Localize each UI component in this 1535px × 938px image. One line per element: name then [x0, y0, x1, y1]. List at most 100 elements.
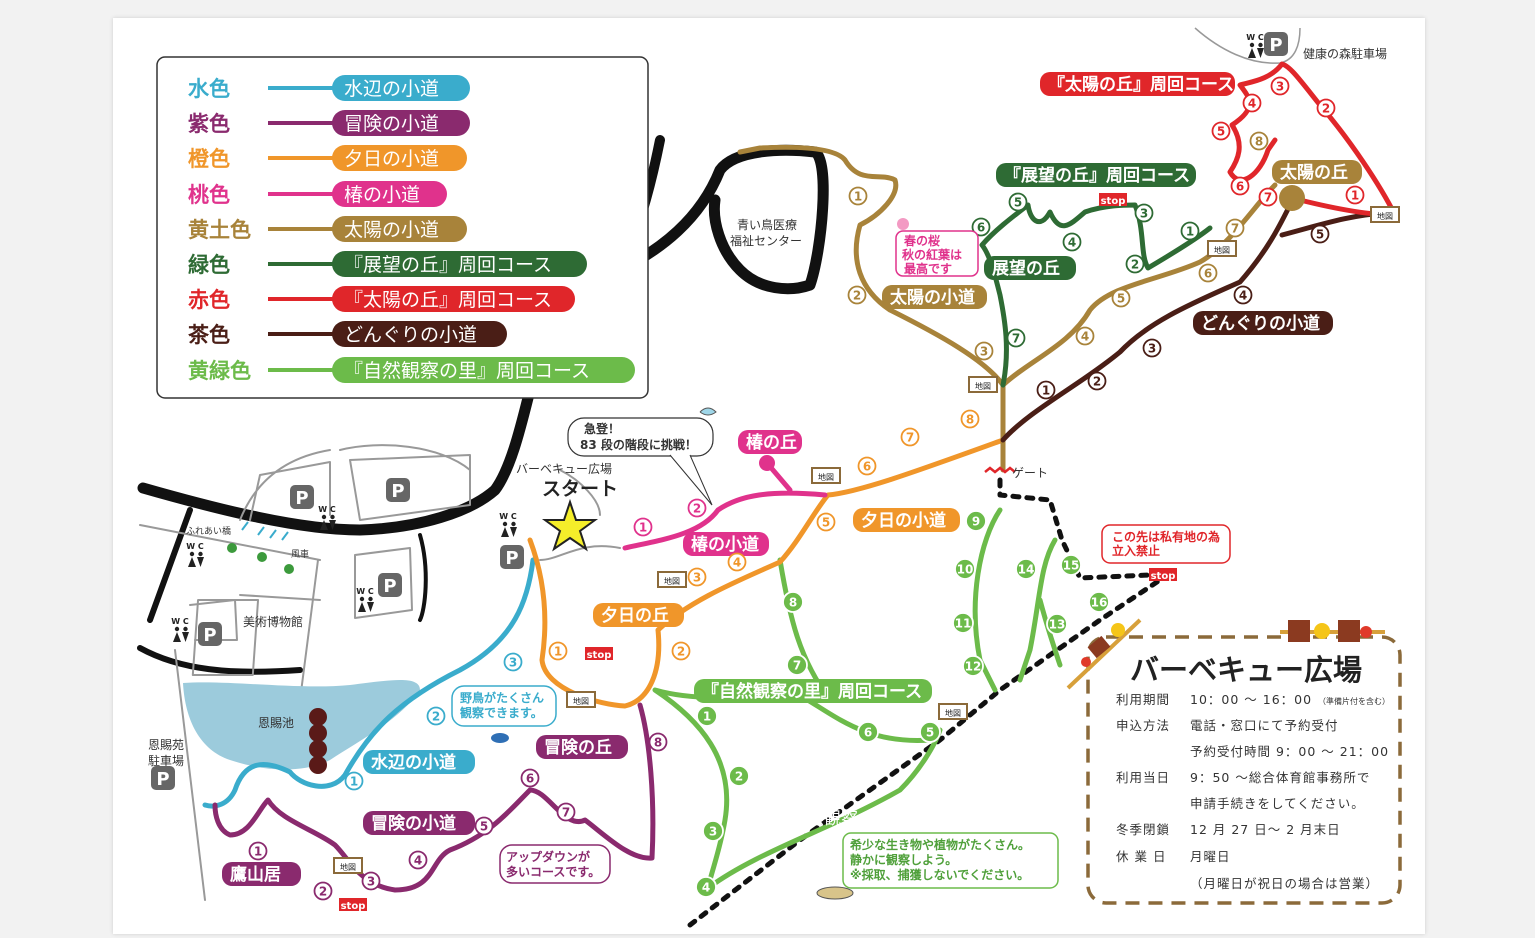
skewer-icon: [1066, 618, 1385, 690]
legend-route-name: 『自然観察の里』周回コース: [344, 360, 590, 382]
bbq-info-row: 予約受付時間 9：00 〜 21：00: [1190, 744, 1389, 759]
route-marker-shizen: 12: [962, 655, 984, 677]
parking-label: P: [203, 625, 216, 646]
route-marker-number: 8: [1255, 135, 1263, 149]
route-marker-number: 4: [1239, 289, 1247, 303]
map-label-text: 夕日の丘: [601, 605, 669, 626]
map-label-yozanki: 鷹山居: [222, 862, 301, 886]
route-marker-number: 4: [414, 854, 422, 868]
route-marker-number: 6: [863, 460, 871, 474]
bbq-info-row: （月曜日が祝日の場合は営業）: [1190, 876, 1378, 891]
route-marker-number: 2: [1093, 375, 1101, 389]
route-marker-yuhi: 2: [671, 641, 691, 661]
parking-icon: P: [378, 573, 402, 597]
route-marker-number: 1: [554, 645, 562, 659]
map-board-label: 地図: [818, 472, 834, 482]
map-label-taiyo-course: 『太陽の丘』周回コース: [1040, 72, 1235, 96]
map-label-tenbo-oka: 展望の丘: [984, 256, 1076, 280]
stop-label: stop: [1101, 196, 1126, 207]
fish-icon: [816, 886, 854, 900]
route-marker-number: 1: [350, 775, 358, 789]
map-label-text: 椿の小道: [691, 534, 759, 555]
parking-label: P: [1269, 35, 1282, 56]
main-road: [137, 392, 534, 536]
onshien-label-2: 駐車場: [148, 753, 184, 768]
map-board-label: 地図: [340, 862, 356, 872]
pond: [183, 680, 420, 770]
route-marker-taiyo-course: 1: [1345, 185, 1365, 205]
restroom-icon: W C: [318, 505, 336, 530]
rare-note-2: 静かに観察しよう。: [850, 852, 957, 867]
legend-route-name: 『展望の丘』周回コース: [344, 254, 552, 276]
map-label-donguri: どんぐりの小道: [1193, 311, 1333, 335]
route-marker-shizen: 9: [965, 510, 987, 532]
parking-icon: P: [1264, 32, 1288, 56]
legend-color-name: 緑色: [188, 253, 230, 277]
route-marker-donguri: 3: [1142, 338, 1162, 358]
wc-label: W C: [356, 587, 374, 596]
road-east: [418, 533, 428, 622]
legend-color-name: 赤色: [188, 288, 230, 312]
stairs-note-1: 急登！: [584, 421, 620, 436]
stop-sign: stop: [339, 898, 367, 912]
route-marker-number: 6: [526, 772, 534, 786]
route-marker-number: 16: [1091, 596, 1108, 610]
map-board-label: 地図: [975, 381, 991, 391]
route-marker-yuhi: 8: [960, 409, 980, 429]
legend-route-pill: [332, 321, 507, 347]
route-marker-number: 13: [1049, 618, 1066, 632]
legend-route-name: 冒険の小道: [344, 113, 439, 135]
route-marker-tenbo: 5: [1008, 192, 1028, 212]
stop-sign: stop: [1099, 193, 1127, 207]
route-marker-number: 6: [977, 221, 985, 235]
route-marker-boken: 2: [313, 881, 333, 901]
route-marker-number: 8: [654, 736, 662, 750]
route-marker-shizen: 11: [952, 612, 974, 634]
parking-icon: P: [290, 485, 314, 509]
route-marker-taiyo-course: 5: [1211, 121, 1231, 141]
route-marker-number: 5: [926, 726, 934, 740]
route-marker-tenbo: 2: [1125, 254, 1145, 274]
route-marker-shizen: 6: [857, 721, 879, 743]
bbq-info-value: 月曜日: [1190, 849, 1231, 864]
route-marker-number: 1: [1186, 225, 1194, 239]
dragonfly-icon: [699, 407, 717, 416]
rare-species-note: 希少な生き物や植物がたくさん。 静かに観察しよう。 ※採取、捕獲しないでください…: [816, 832, 1059, 900]
map-label-text: どんぐりの小道: [1201, 313, 1320, 334]
route-boken: [212, 702, 656, 893]
route-marker-boken: 3: [361, 871, 381, 891]
birds-note-2: 観察できます。: [460, 705, 543, 720]
route-marker-tenbo: 1: [1180, 221, 1200, 241]
route-marker-taiyo-course: 2: [1316, 98, 1336, 118]
wc-label: W C: [186, 542, 204, 551]
windmill-label: 風車: [291, 548, 309, 560]
bridge-label: ふれあい橋: [186, 525, 231, 537]
route-marker-number: 2: [853, 289, 861, 303]
route-marker-number: 2: [693, 502, 701, 516]
kingfisher-icon: [491, 733, 509, 743]
route-marker-number: 1: [703, 710, 711, 724]
windmill-trees: [227, 521, 294, 574]
route-marker-number: 1: [854, 190, 862, 204]
route-marker-number: 3: [1140, 207, 1148, 221]
map-board-icon: 地図: [333, 857, 363, 874]
route-marker-shizen: 13: [1046, 613, 1068, 635]
route-marker-yuhi: 5: [816, 512, 836, 532]
route-marker-number: 5: [1117, 292, 1125, 306]
map-board-label: 地図: [1377, 211, 1393, 221]
route-marker-yuhi: 6: [857, 456, 877, 476]
route-marker-number: 6: [864, 726, 872, 740]
route-marker-shizen: 7: [786, 654, 808, 676]
route-marker-mizube: 3: [503, 652, 523, 672]
route-marker-number: 5: [480, 820, 488, 834]
legend-row: 橙色夕日の小道: [188, 145, 467, 171]
wc-label: W C: [171, 617, 189, 626]
stairs-note: 急登！ 83 段の階段に挑戦！: [567, 407, 717, 506]
legend: 水色水辺の小道紫色冒険の小道橙色夕日の小道桃色椿の小道黄土色太陽の小道緑色『展望…: [156, 56, 649, 399]
bbq-info-value: 予約受付時間 9：00 〜 21：00: [1190, 744, 1389, 759]
wc-label: W C: [318, 505, 336, 514]
legend-route-pill: [332, 75, 470, 101]
restroom-icon: W C: [186, 542, 204, 567]
